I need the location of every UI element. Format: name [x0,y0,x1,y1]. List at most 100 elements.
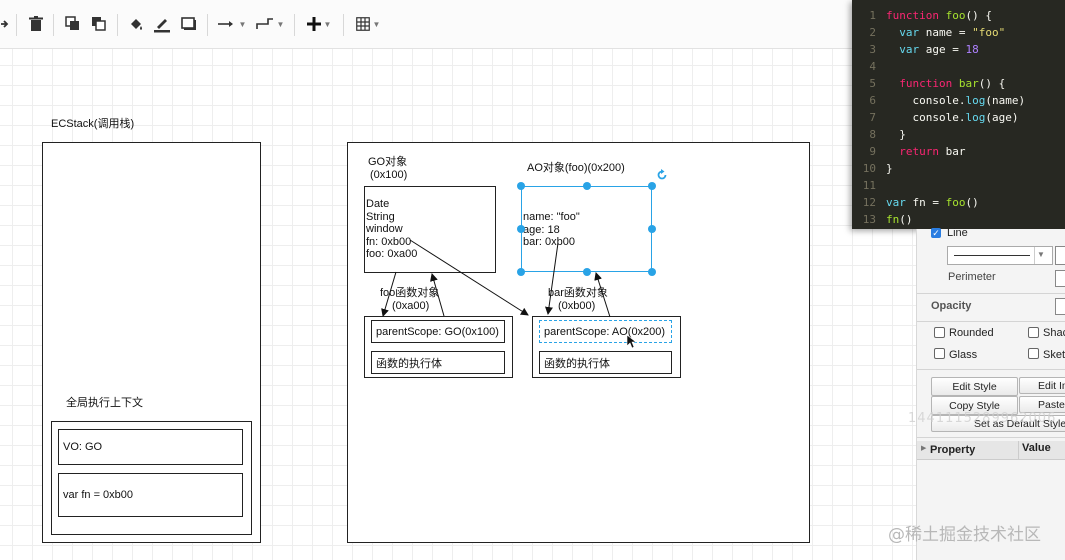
code-line: 7 console.log(age) [869,111,1019,124]
sketch-checkbox[interactable] [1028,348,1039,359]
global-context-title: 全局执行上下文 [66,397,143,409]
toolbar-divider [207,14,208,36]
go-props: Date String window fn: 0xb00 foo: 0xa00 [366,198,417,261]
divider [917,321,1065,322]
delete-icon[interactable] [27,14,45,34]
code-line: 11 [862,179,876,192]
go-object-box[interactable] [364,186,496,273]
sketch-label: Sketc [1043,349,1065,361]
var-fn-cell[interactable]: var fn = 0xb00 [58,473,243,517]
vo-cell[interactable]: VO: GO [58,429,243,465]
bar-object-address: (0xb00) [558,300,596,312]
resize-handle[interactable] [517,268,525,276]
expand-arrow-icon[interactable]: ▶ [921,445,927,452]
table-icon[interactable]: ▼ [353,14,383,34]
glass-checkbox[interactable] [934,348,945,359]
ao-props: name: "foo" age: 18 bar: 0xb00 [523,211,580,249]
rounded-checkbox[interactable] [934,327,945,338]
mouse-cursor-icon [626,334,637,349]
ecstack-title: ECStack(调用栈) [51,118,135,130]
code-line: 8 } [869,128,906,141]
waypoints-icon[interactable]: ▼ [255,14,285,34]
edit-style-button[interactable]: Edit Style [931,377,1018,396]
toolbar-divider [294,14,295,36]
go-prop: window [366,223,403,235]
line-width-input[interactable] [1055,246,1065,265]
go-address: (0x100) [370,169,408,181]
foo-object-title: foo函数对象 [380,287,440,299]
perimeter-label: Perimeter [948,271,996,283]
paste-style-button[interactable]: Paste [1019,396,1065,413]
to-back-icon[interactable] [90,14,108,34]
bar-parent-scope[interactable]: parentScope: AO(0x200) [539,320,672,343]
resize-handle[interactable] [648,182,656,190]
watermark: @稀土掘金技术社区 [888,525,1041,545]
insert-icon[interactable]: ▼ [304,14,334,34]
opacity-label: Opacity [931,300,972,312]
ao-prop: name: "foo" [523,211,580,223]
copy-style-button[interactable]: Copy Style [931,396,1018,415]
arrow-bar-scope-to-ao[interactable] [594,272,611,318]
bar-body[interactable]: 函数的执行体 [539,351,672,374]
edit-image-button[interactable]: Edit Im [1019,377,1065,394]
ao-prop: bar: 0xb00 [523,236,575,248]
arrow-go-to-foo[interactable] [381,271,397,317]
shadow-icon[interactable] [180,14,198,34]
foo-parent-scope[interactable]: parentScope: GO(0x100) [371,320,505,343]
code-line: 9 return bar [869,145,966,158]
connector-arrows [381,239,637,349]
toolbar-divider [117,14,118,36]
redo-icon[interactable] [0,14,10,34]
line-checkbox[interactable]: ✓ [931,228,941,238]
go-prop: Date [366,198,390,210]
arrow-foo-scope-to-go[interactable] [430,273,445,317]
bar-object-title: bar函数对象 [548,287,608,299]
set-default-style-button[interactable]: Set as Default Style [931,415,1065,432]
code-line: 5 function bar() { [869,77,1006,90]
opacity-input[interactable] [1055,298,1065,315]
connection-icon[interactable]: ▼ [217,14,247,34]
toolbar-divider [343,14,344,36]
resize-handle[interactable] [648,268,656,276]
resize-handle[interactable] [517,182,525,190]
property-table-header: ▶ Property Value [917,441,1065,460]
code-line: 6 console.log(name) [869,94,1026,107]
shadow-checkbox[interactable] [1028,327,1039,338]
rotate-icon[interactable] [656,168,668,186]
line-style-select[interactable]: ▼ [947,246,1053,265]
go-title: GO对象 [368,156,408,168]
code-line: 2 var name = "foo" [869,26,1006,39]
arrow-ao-to-bar[interactable] [545,242,559,315]
ao-prop: age: 18 [523,223,560,236]
code-line: 4 [869,60,876,73]
ao-title: AO对象(foo)(0x200) [527,162,625,174]
to-front-icon[interactable] [64,14,82,34]
fill-color-icon[interactable] [127,14,145,34]
resize-handle[interactable] [583,182,591,190]
resize-handle[interactable] [517,225,525,233]
glass-label: Glass [949,349,978,361]
value-header: Value [1022,442,1051,454]
resize-handle[interactable] [583,268,591,276]
shadow-label: Shac [1043,327,1065,339]
line-color-icon[interactable] [153,14,171,34]
toolbar-divider [16,14,17,36]
format-panel: ✓ Line ▼ Perimeter Opacity Rounded Shac … [916,227,1065,560]
toolbar-divider [53,14,54,36]
divider [917,369,1065,370]
line-label: Line [947,227,968,239]
code-line: 10} [862,162,893,175]
ao-object-box[interactable] [521,186,652,272]
go-prop: foo: 0xa00 [366,248,418,260]
go-prop: fn: 0xb00 [366,235,412,248]
rounded-label: Rounded [949,327,994,339]
arrow-go-fn-to-bar[interactable] [409,239,529,316]
perimeter-input[interactable] [1055,270,1065,287]
resize-handle[interactable] [648,225,656,233]
go-prop: String [366,210,395,223]
foo-body[interactable]: 函数的执行体 [371,351,505,374]
